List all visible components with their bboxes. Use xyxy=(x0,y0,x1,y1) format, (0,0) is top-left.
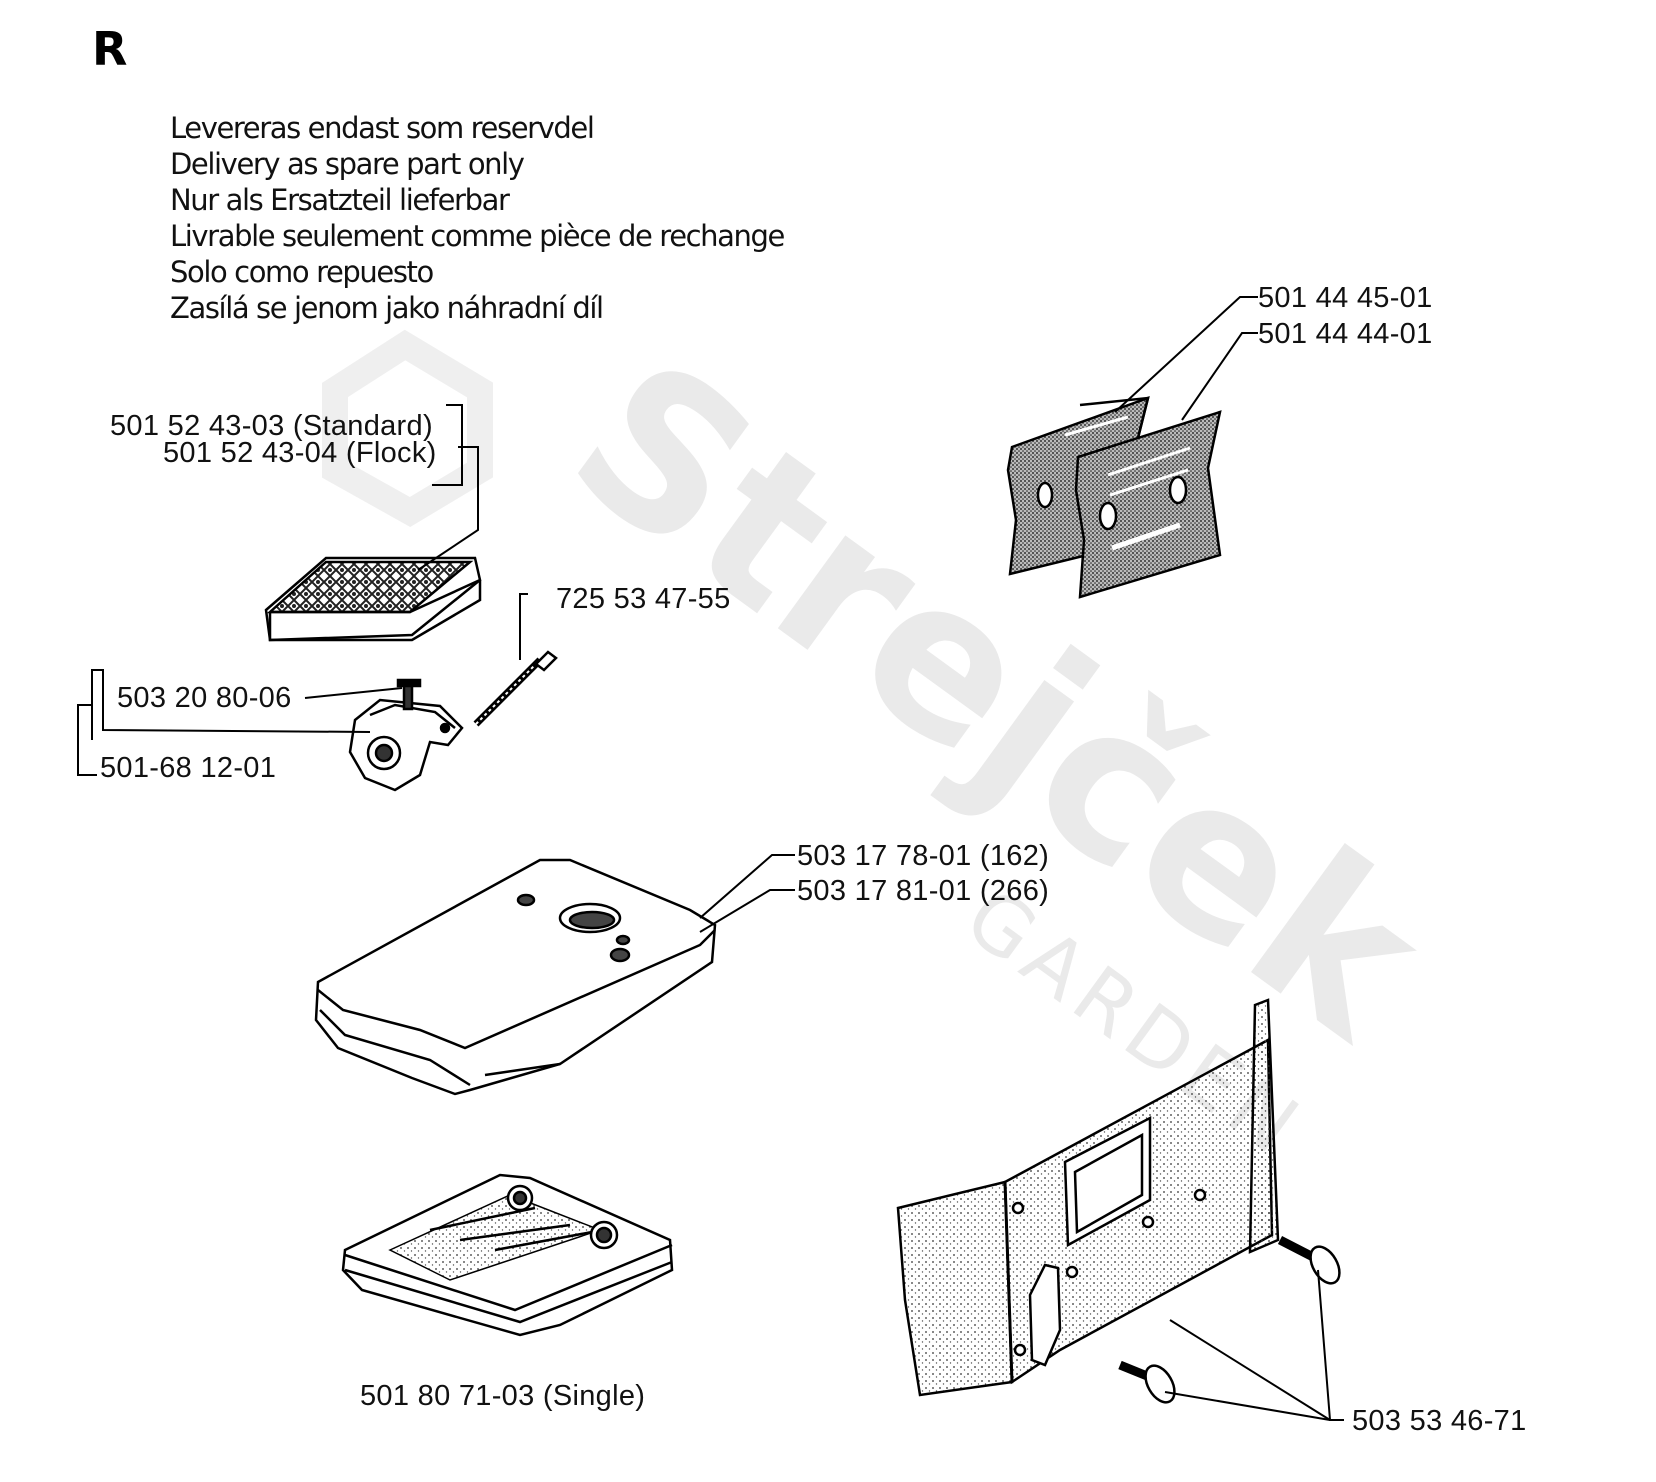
air-filter-mesh xyxy=(264,556,482,642)
part-label-plate-a: 501 44 45-01 xyxy=(1258,282,1433,314)
part-label-cover-266: 503 17 81-01 (266) xyxy=(797,875,1050,907)
part-label-carb-assembly: 501-68 12-01 xyxy=(100,752,277,784)
part-label-filter-single: 501 80 71-03 (Single) xyxy=(360,1380,646,1412)
note-english: Delivery as spare part only xyxy=(170,147,525,181)
filter-cover-part xyxy=(314,858,717,1096)
note-german: Nur als Ersatzteil lieferbar xyxy=(170,183,510,217)
part-label-carb-adapter: 503 20 80-06 xyxy=(117,682,292,714)
part-label-plate-b: 501 44 44-01 xyxy=(1258,318,1433,350)
note-swedish: Levereras endast som reservdel xyxy=(170,111,595,145)
plates-part xyxy=(1006,396,1222,599)
filter-single-part xyxy=(341,1173,674,1337)
bracket-part xyxy=(896,998,1280,1397)
long-screw-part xyxy=(473,650,558,727)
note-spanish: Solo como repuesto xyxy=(170,255,434,289)
part-label-cover-162: 503 17 78-01 (162) xyxy=(797,840,1050,872)
note-czech: Zasílá se jenom jako náhradní díl xyxy=(170,291,604,325)
part-label-filter-standard: 501 52 43-03 (Standard) xyxy=(110,410,433,442)
carb-adapter-part xyxy=(348,678,464,792)
part-label-filter-flock: 501 52 43-04 (Flock) xyxy=(163,437,437,469)
note-french: Livrable seulement comme pièce de rechan… xyxy=(170,219,785,253)
part-label-bracket-screws: 503 53 46-71 xyxy=(1352,1405,1527,1437)
section-letter: R xyxy=(92,22,128,76)
part-label-screw: 725 53 47-55 xyxy=(556,583,731,615)
leader-lines xyxy=(77,296,1344,1421)
